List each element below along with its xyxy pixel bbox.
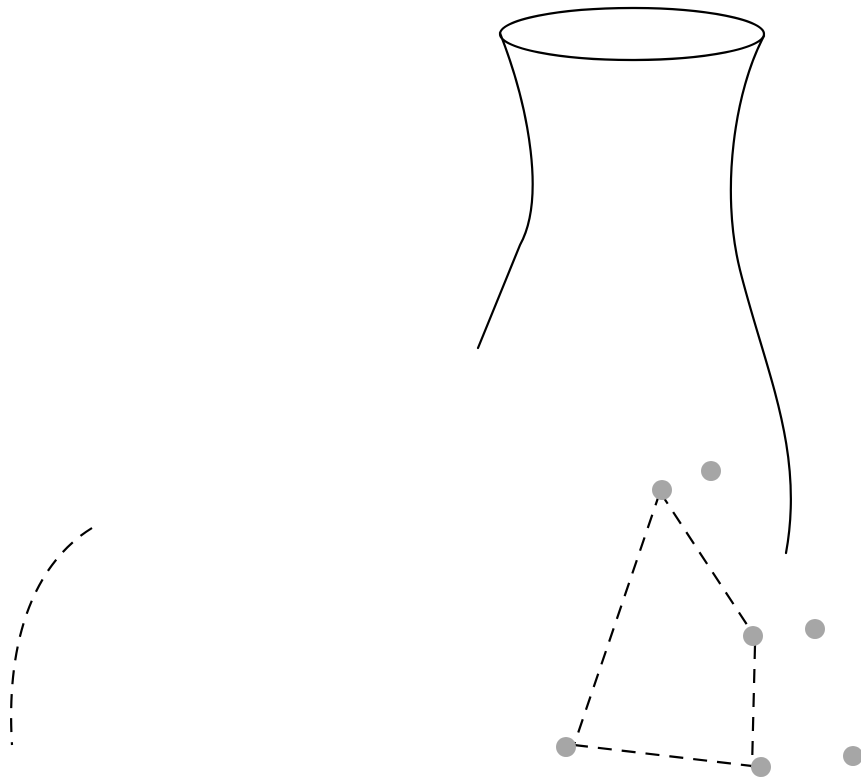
control-point bbox=[743, 626, 763, 646]
control-point bbox=[556, 737, 576, 757]
control-point bbox=[701, 461, 721, 481]
triangle-edge-right bbox=[660, 492, 757, 640]
triangle-edge-left bbox=[574, 492, 660, 745]
triangle-edge-bottom bbox=[574, 745, 752, 766]
flask-right-wall bbox=[731, 36, 791, 553]
dashed-triangle bbox=[574, 492, 757, 768]
control-point bbox=[805, 619, 825, 639]
control-points bbox=[556, 461, 861, 777]
flask-rim bbox=[500, 8, 764, 60]
dashed-arc bbox=[11, 528, 92, 745]
flask-left-wall bbox=[478, 33, 533, 348]
control-point bbox=[652, 480, 672, 500]
triangle-edge-side bbox=[752, 645, 755, 768]
control-point bbox=[751, 757, 771, 777]
control-point bbox=[843, 746, 861, 766]
flask-outline bbox=[478, 8, 791, 553]
